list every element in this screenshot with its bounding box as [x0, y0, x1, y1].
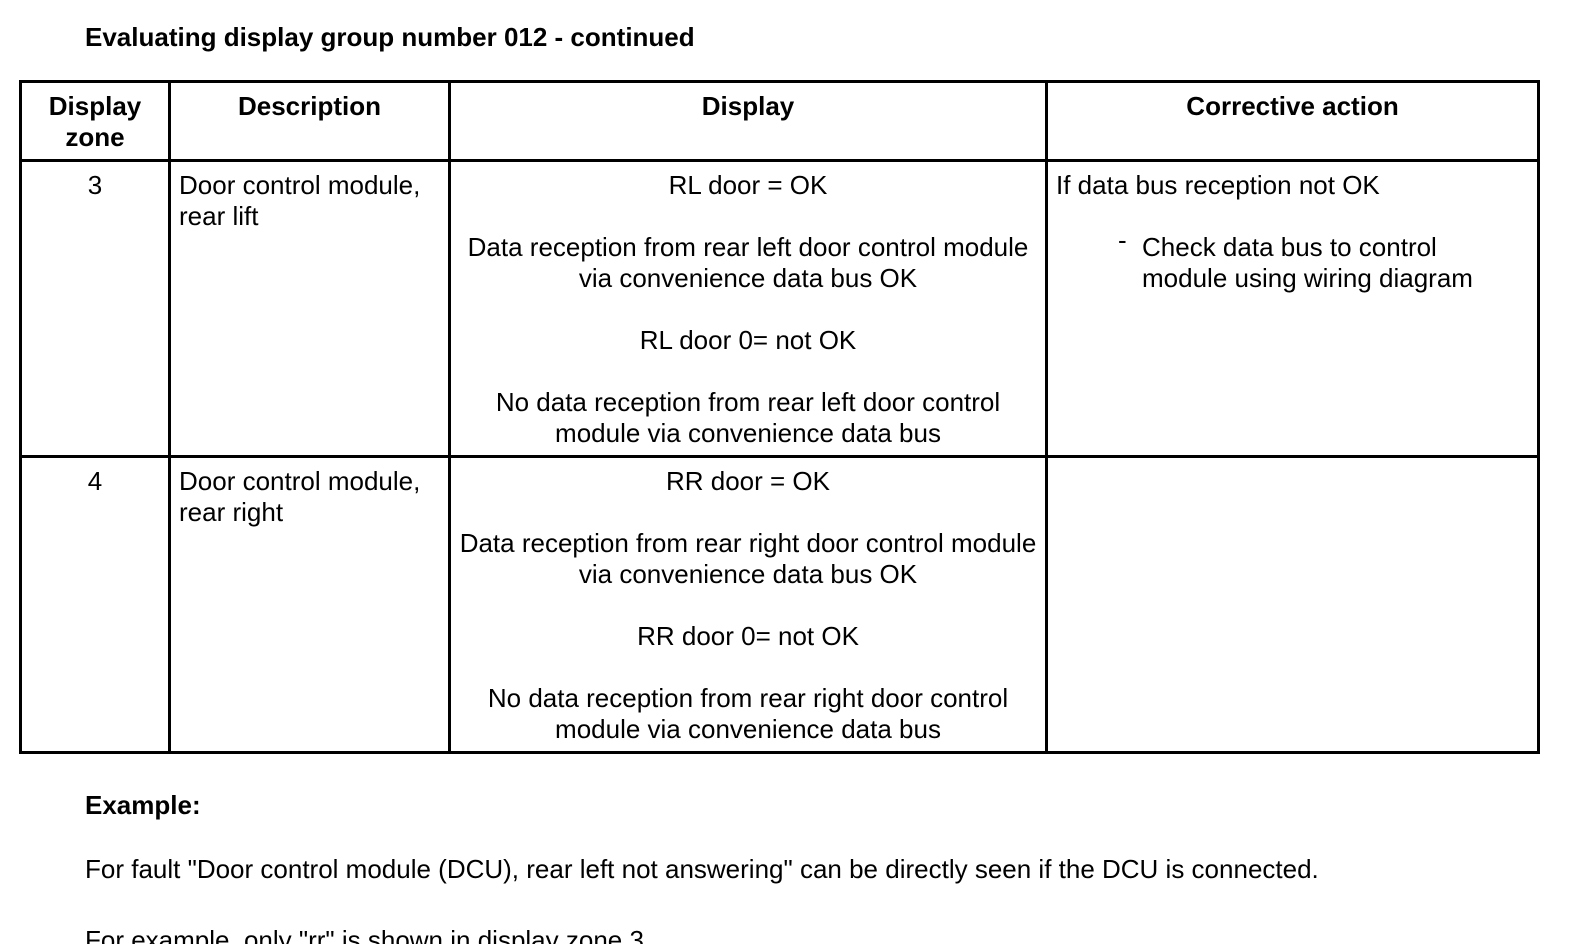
description-cell: Door control module, rear lift — [168, 159, 451, 458]
example-heading: Example: — [85, 790, 201, 820]
display-line: Data reception from rear left door contr… — [467, 232, 1029, 293]
header-corrective-action: Corrective action — [1045, 80, 1540, 162]
corrective-intro: If data bus reception not OK — [1056, 170, 1380, 200]
header-row: Display zone Description Display Correct… — [19, 80, 1540, 162]
display-line: RR door 0= not OK — [637, 621, 859, 651]
page-title: Evaluating display group number 012 - co… — [85, 22, 695, 52]
corrective-action-cell: If data bus reception not OK - Check dat… — [1045, 159, 1540, 458]
display-line: RR door = OK — [665, 466, 830, 496]
zone-cell: 3 — [19, 159, 171, 458]
example-paragraph: For example, only "rr" is shown in displ… — [85, 925, 652, 944]
header-display: Display — [448, 80, 1048, 162]
header-description: Description — [168, 80, 451, 162]
table-row: 4 Door control module, rear right RR doo… — [19, 455, 1540, 754]
display-line: No data reception from rear left door co… — [495, 387, 1001, 448]
corrective-item-text: Check data bus to control module using w… — [1142, 232, 1473, 293]
display-line: RL door 0= not OK — [639, 325, 857, 355]
display-cell: RL door = OK Data reception from rear le… — [448, 159, 1048, 458]
display-line: RL door = OK — [668, 170, 828, 200]
description-cell: Door control module, rear right — [168, 455, 451, 754]
display-group-table: Display zone Description Display Correct… — [19, 80, 1540, 754]
header-display-zone: Display zone — [19, 80, 171, 162]
display-line: Data reception from rear right door cont… — [459, 528, 1037, 589]
example-paragraph: For fault "Door control module (DCU), re… — [85, 854, 1319, 884]
display-cell: RR door = OK Data reception from rear ri… — [448, 455, 1048, 754]
zone-cell: 4 — [19, 455, 171, 754]
table-row: 3 Door control module, rear lift RL door… — [19, 159, 1540, 458]
display-line: No data reception from rear right door c… — [487, 683, 1009, 744]
dash-bullet: - — [1118, 225, 1127, 255]
table-header: Display zone Description Display Correct… — [19, 80, 1540, 162]
corrective-action-cell — [1045, 455, 1540, 754]
corrective-item: - Check data bus to control module using… — [1118, 225, 1529, 294]
